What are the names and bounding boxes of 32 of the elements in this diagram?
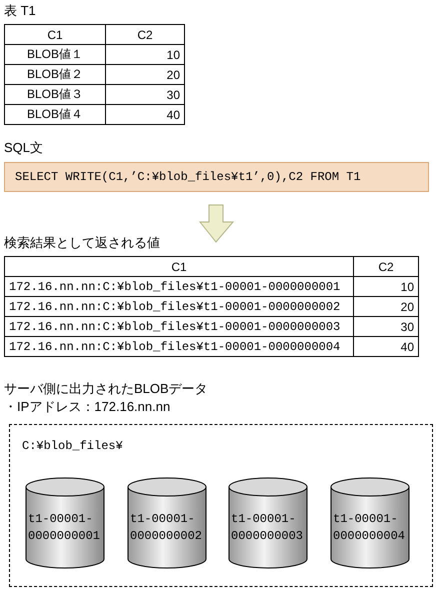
column-header: C1 bbox=[4, 256, 354, 276]
table-title: 表 T1 bbox=[4, 2, 36, 20]
table-cell: BLOB値３ bbox=[4, 84, 106, 104]
file-name: t1-00001- 0000000001 bbox=[28, 511, 102, 545]
table-cell: 30 bbox=[106, 84, 184, 104]
section-heading: サーバ側に出力されたBLOBデータ bbox=[4, 380, 208, 398]
table-cell: 172.16.nn.nn:C:¥blob_files¥t1-00001-0000000002 bbox=[4, 296, 354, 316]
folder-frame bbox=[9, 424, 433, 587]
table-cell: 40 bbox=[106, 104, 184, 124]
column-header: C1 bbox=[4, 24, 106, 44]
table-cell: 20 bbox=[106, 64, 184, 84]
table-cell: 40 bbox=[354, 336, 418, 356]
table-cell: 172.16.nn.nn:C:¥blob_files¥t1-00001-0000000004 bbox=[4, 336, 354, 356]
file-name: t1-00001- 0000000004 bbox=[333, 511, 406, 545]
folder-path: C:¥blob_files¥ bbox=[22, 439, 123, 453]
table-cell: 172.16.nn.nn:C:¥blob_files¥t1-00001-0000000003 bbox=[4, 316, 354, 336]
query-box: SELECT WRITE(C1,’C:¥blob_files¥t1’,0),C2 FROM T1 bbox=[4, 162, 429, 192]
column-header: C2 bbox=[354, 256, 418, 276]
bullet-text: ・IPアドレス：172.16.nn.nn bbox=[4, 398, 170, 416]
table-cell: BLOB値２ bbox=[4, 64, 106, 84]
section-heading: 検索結果として返される値 bbox=[4, 234, 160, 252]
table-cell: 10 bbox=[106, 44, 184, 64]
table-cell: BLOB値４ bbox=[4, 104, 106, 124]
table-cell: 20 bbox=[354, 296, 418, 316]
file-name: t1-00001- 0000000003 bbox=[231, 511, 304, 545]
table-cell: 172.16.nn.nn:C:¥blob_files¥t1-00001-0000000001 bbox=[4, 276, 354, 296]
table-cell: BLOB値１ bbox=[4, 44, 106, 64]
file-name: t1-00001- 0000000002 bbox=[130, 511, 204, 545]
section-heading: SQL文 bbox=[4, 139, 44, 157]
table-cell: 30 bbox=[354, 316, 418, 336]
column-header: C2 bbox=[106, 24, 184, 44]
table-cell: 10 bbox=[354, 276, 418, 296]
